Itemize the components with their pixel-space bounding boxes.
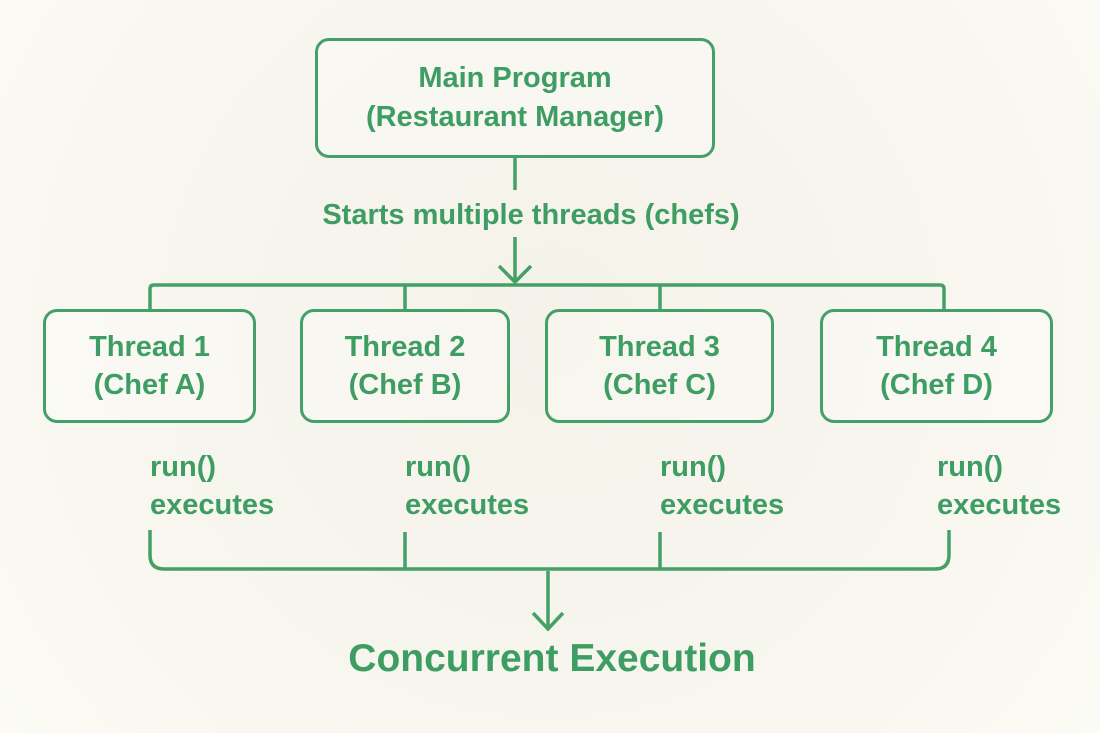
bottom-branch-line <box>148 530 951 571</box>
thread-3-subtitle: (Chef C) <box>603 369 716 401</box>
thread-2-subtitle: (Chef B) <box>348 369 462 401</box>
arrow-down-icon <box>497 237 533 285</box>
start-threads-label: Starts multiple threads (chefs) <box>322 199 740 231</box>
thread-3-title: Thread 3 <box>599 331 720 363</box>
thread-2-title: Thread 2 <box>344 331 466 363</box>
arrow-down-icon <box>531 571 565 632</box>
thread-4-subtitle: (Chef D) <box>880 369 993 401</box>
thread-1-subtitle: (Chef A) <box>93 369 206 401</box>
main-program-line2: (Restaurant Manager) <box>365 101 665 133</box>
main-program-box: Main Program (Restaurant Manager) <box>315 38 715 158</box>
thread-1-box: Thread 1 (Chef A) <box>43 309 256 423</box>
main-program-line1: Main Program <box>418 62 612 94</box>
concurrent-execution-title: Concurrent Execution <box>348 637 756 680</box>
top-branch-line <box>148 283 946 309</box>
thread-4-title: Thread 4 <box>876 331 997 363</box>
thread-2-box: Thread 2 (Chef B) <box>300 309 510 423</box>
thread-4-box: Thread 4 (Chef D) <box>820 309 1053 423</box>
thread-1-title: Thread 1 <box>89 331 210 363</box>
thread-3-box: Thread 3 (Chef C) <box>545 309 774 423</box>
